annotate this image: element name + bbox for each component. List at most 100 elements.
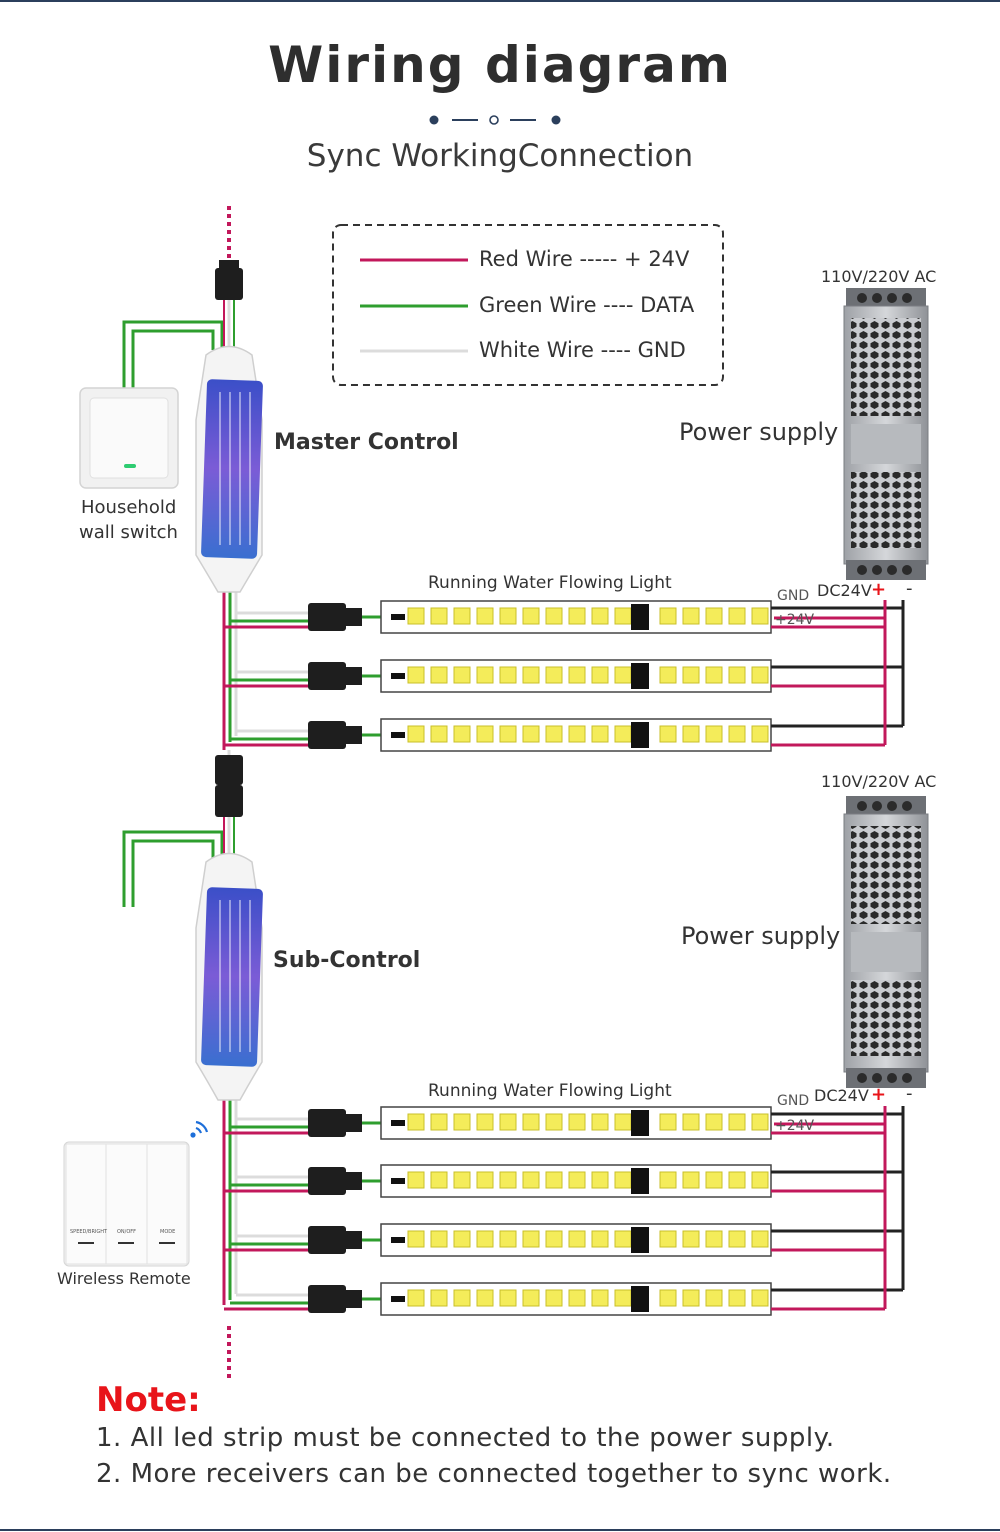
led-g2-s2-13 bbox=[705, 1171, 723, 1189]
strip-ic-start-g2-s2 bbox=[391, 1178, 405, 1184]
led-g2-s3-9 bbox=[591, 1230, 609, 1248]
connector-g2-s4 bbox=[308, 1285, 346, 1313]
minus-label-1: - bbox=[906, 578, 913, 599]
connector-g1-s2 bbox=[308, 662, 346, 690]
led-g1-s2-10 bbox=[614, 666, 632, 684]
power-supply-1 bbox=[843, 288, 929, 580]
led-g1-s2-12 bbox=[682, 666, 700, 684]
dc24v-label-2: DC24V bbox=[814, 1086, 869, 1105]
led-g2-s4-2 bbox=[430, 1289, 448, 1307]
strip-ic-start-g2-s1 bbox=[391, 1120, 405, 1126]
led-g2-s1-9 bbox=[591, 1113, 609, 1131]
led-g1-s2-4 bbox=[476, 666, 494, 684]
led-g2-s3-6 bbox=[522, 1230, 540, 1248]
led-g1-s3-12 bbox=[682, 725, 700, 743]
led-g2-s3-13 bbox=[705, 1230, 723, 1248]
connector-g2-s2 bbox=[308, 1167, 346, 1195]
remote-button-3-label: MODE bbox=[160, 1229, 176, 1235]
led-g2-s1-14 bbox=[728, 1113, 746, 1131]
led-g1-s1-13 bbox=[705, 607, 723, 625]
led-g1-s3-13 bbox=[705, 725, 723, 743]
led-g2-s4-4 bbox=[476, 1289, 494, 1307]
led-g2-s3-5 bbox=[499, 1230, 517, 1248]
led-g2-s1-15 bbox=[751, 1113, 769, 1131]
connector-g1-s1 bbox=[308, 603, 346, 631]
led-g2-s2-15 bbox=[751, 1171, 769, 1189]
led-g2-s1-7 bbox=[545, 1113, 563, 1131]
strip-ic-start-g2-s3 bbox=[391, 1237, 405, 1243]
led-g1-s1-14 bbox=[728, 607, 746, 625]
led-g2-s4-1 bbox=[407, 1289, 425, 1307]
led-g1-s2-6 bbox=[522, 666, 540, 684]
note-title: Note: bbox=[96, 1380, 201, 1420]
remote-button-1-label: SPEED/BRIGHT bbox=[70, 1229, 108, 1235]
wireless-remote-label: Wireless Remote bbox=[57, 1269, 191, 1288]
strip-ic-g2-s2 bbox=[631, 1168, 649, 1194]
power-supply-2-label: Power supply bbox=[681, 922, 841, 950]
led-g1-s3-11 bbox=[659, 725, 677, 743]
dc24v-label-1: DC24V bbox=[817, 581, 872, 600]
gnd-label-2: GND bbox=[777, 1093, 810, 1109]
led-g2-s2-12 bbox=[682, 1171, 700, 1189]
led-g1-s2-2 bbox=[430, 666, 448, 684]
led-g2-s3-14 bbox=[728, 1230, 746, 1248]
wireless-remote bbox=[63, 1141, 190, 1267]
bottom-rule bbox=[0, 1529, 1000, 1531]
led-g1-s1-12 bbox=[682, 607, 700, 625]
led-g2-s1-6 bbox=[522, 1113, 540, 1131]
led-g1-s3-7 bbox=[545, 725, 563, 743]
led-g1-s1-2 bbox=[430, 607, 448, 625]
led-g2-s3-15 bbox=[751, 1230, 769, 1248]
wifi-icon bbox=[190, 1120, 209, 1138]
led-g2-s2-4 bbox=[476, 1171, 494, 1189]
led-g1-s3-5 bbox=[499, 725, 517, 743]
strip-ic-g1-s3 bbox=[631, 722, 649, 748]
led-g2-s2-3 bbox=[453, 1171, 471, 1189]
led-g2-s1-3 bbox=[453, 1113, 471, 1131]
switch-label-line2: wall switch bbox=[79, 522, 178, 543]
led-g2-s4-13 bbox=[705, 1289, 723, 1307]
led-g2-s1-8 bbox=[568, 1113, 586, 1131]
led-g2-s2-11 bbox=[659, 1171, 677, 1189]
led-g2-s2-2 bbox=[430, 1171, 448, 1189]
led-g2-s3-7 bbox=[545, 1230, 563, 1248]
led-g1-s1-9 bbox=[591, 607, 609, 625]
led-g2-s3-10 bbox=[614, 1230, 632, 1248]
bus-connectors bbox=[215, 260, 243, 817]
connector-tip-g2-s4 bbox=[346, 1290, 362, 1308]
led-g1-s2-5 bbox=[499, 666, 517, 684]
led-g2-s4-9 bbox=[591, 1289, 609, 1307]
minus-label-2: - bbox=[906, 1083, 913, 1104]
strip-ic-start-g1-s3 bbox=[391, 732, 405, 738]
led-g2-s4-11 bbox=[659, 1289, 677, 1307]
strip-group-1-label: Running Water Flowing Light bbox=[428, 573, 672, 593]
led-g2-s3-3 bbox=[453, 1230, 471, 1248]
top-rule bbox=[0, 0, 1000, 2]
note-line-1: 1. All led strip must be connected to th… bbox=[96, 1423, 835, 1453]
led-g2-s1-13 bbox=[705, 1113, 723, 1131]
connector-tip-g2-s2 bbox=[346, 1172, 362, 1190]
led-g1-s2-3 bbox=[453, 666, 471, 684]
led-g2-s2-8 bbox=[568, 1171, 586, 1189]
master-bus bbox=[222, 298, 238, 858]
switch-label-line1: Household bbox=[81, 497, 177, 518]
strip-ic-start-g1-s1 bbox=[391, 614, 405, 620]
led-g1-s3-2 bbox=[430, 725, 448, 743]
led-g1-s1-7 bbox=[545, 607, 563, 625]
strip-ic-g2-s4 bbox=[631, 1286, 649, 1312]
led-g1-s2-14 bbox=[728, 666, 746, 684]
led-g1-s2-11 bbox=[659, 666, 677, 684]
led-g2-s3-12 bbox=[682, 1230, 700, 1248]
switch-wires bbox=[122, 320, 224, 907]
master-control-label: Master Control bbox=[274, 430, 459, 455]
led-g1-s3-1 bbox=[407, 725, 425, 743]
led-g2-s1-1 bbox=[407, 1113, 425, 1131]
sub-control-label: Sub-Control bbox=[273, 948, 421, 973]
strip-ic-g2-s3 bbox=[631, 1227, 649, 1253]
strip-ic-g1-s1 bbox=[631, 604, 649, 630]
led-g2-s4-3 bbox=[453, 1289, 471, 1307]
led-g2-s2-7 bbox=[545, 1171, 563, 1189]
led-g1-s2-8 bbox=[568, 666, 586, 684]
remote-button-2-label: ON/OFF bbox=[117, 1229, 137, 1235]
